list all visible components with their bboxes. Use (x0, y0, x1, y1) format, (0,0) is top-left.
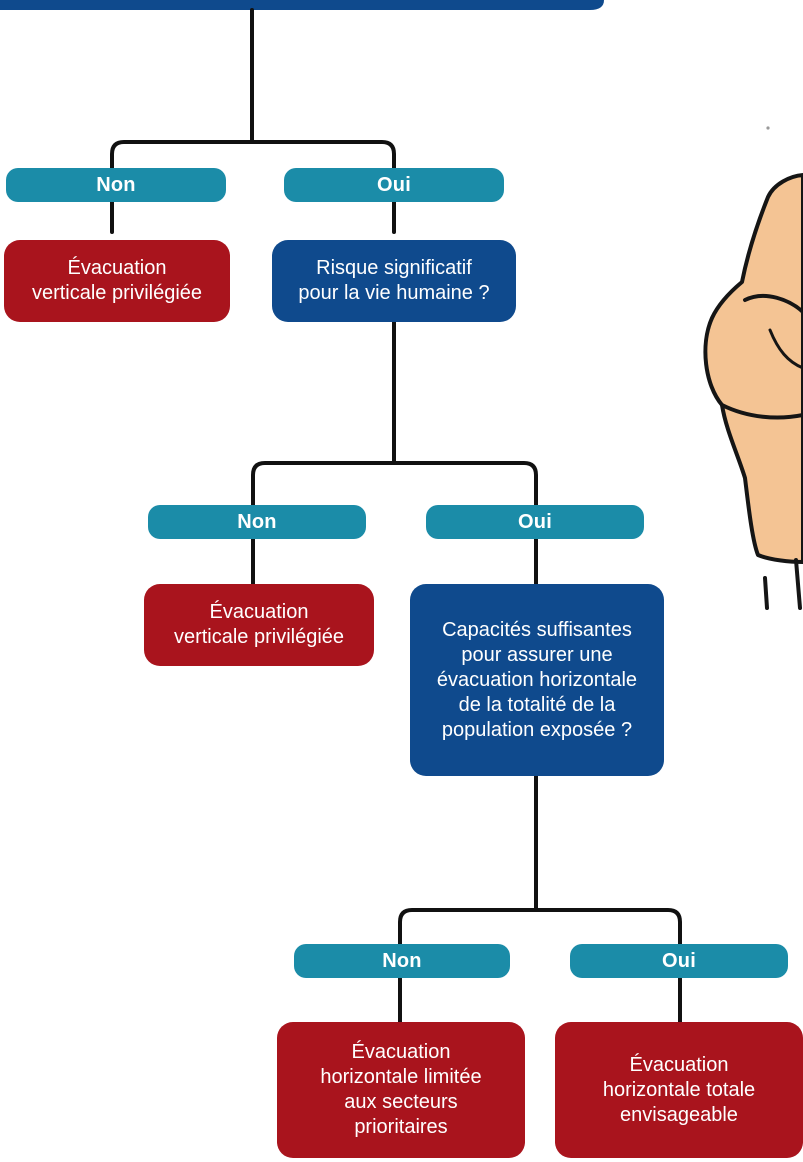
cartoon-person-icon (703, 126, 803, 610)
level1-no-label: Non (96, 173, 136, 196)
level3-yes-label: Oui (662, 949, 696, 972)
level2-yes-label: Oui (518, 510, 552, 533)
connector-level2-split (251, 461, 538, 507)
figure-stray-mark (766, 126, 770, 130)
level1-yes-label: Oui (377, 173, 411, 196)
connector-level3-split (398, 908, 682, 946)
figure-arm-fold-lower (720, 403, 803, 420)
connector-level1-split (110, 140, 396, 186)
level1-no-outcome-box: Évacuation verticale privilégiée (4, 240, 230, 322)
level3-yes-pill: Oui (570, 944, 788, 978)
level3-yes-outcome-text: Évacuation horizontale totale envisageab… (602, 1053, 756, 1126)
level2-no-label: Non (237, 510, 277, 533)
level1-yes-question-text: Risque significatif pour la vie humaine … (298, 257, 490, 304)
level2-yes-question-box: Capacités suffisantes pour assurer une é… (410, 584, 664, 776)
level3-no-label: Non (382, 949, 422, 972)
figure-arm-crease (768, 328, 803, 370)
level2-no-pill: Non (148, 505, 366, 539)
level3-no-pill: Non (294, 944, 510, 978)
level3-no-outcome-box: Évacuation horizontale limitée aux secte… (277, 1022, 525, 1158)
level1-yes-pill: Oui (284, 168, 504, 202)
figure-leg-line (763, 576, 769, 610)
level2-no-outcome-text: Évacuation verticale privilégiée (173, 601, 345, 648)
level2-yes-pill: Oui (426, 505, 644, 539)
level2-yes-question-text: Capacités suffisantes pour assurer une é… (436, 618, 638, 741)
figure-arm-fold (743, 294, 803, 314)
level3-no-outcome-text: Évacuation horizontale limitée aux secte… (320, 1041, 482, 1138)
figure-body (703, 173, 803, 564)
level1-no-pill: Non (6, 168, 226, 202)
level1-no-outcome-text: Évacuation verticale privilégiée (31, 257, 203, 304)
top-question-box-fragment (0, 0, 604, 10)
level1-yes-question-box: Risque significatif pour la vie humaine … (272, 240, 516, 322)
level2-no-outcome-box: Évacuation verticale privilégiée (144, 584, 374, 666)
level3-yes-outcome-box: Évacuation horizontale totale envisageab… (555, 1022, 803, 1158)
figure-leg-line-2 (794, 558, 802, 610)
